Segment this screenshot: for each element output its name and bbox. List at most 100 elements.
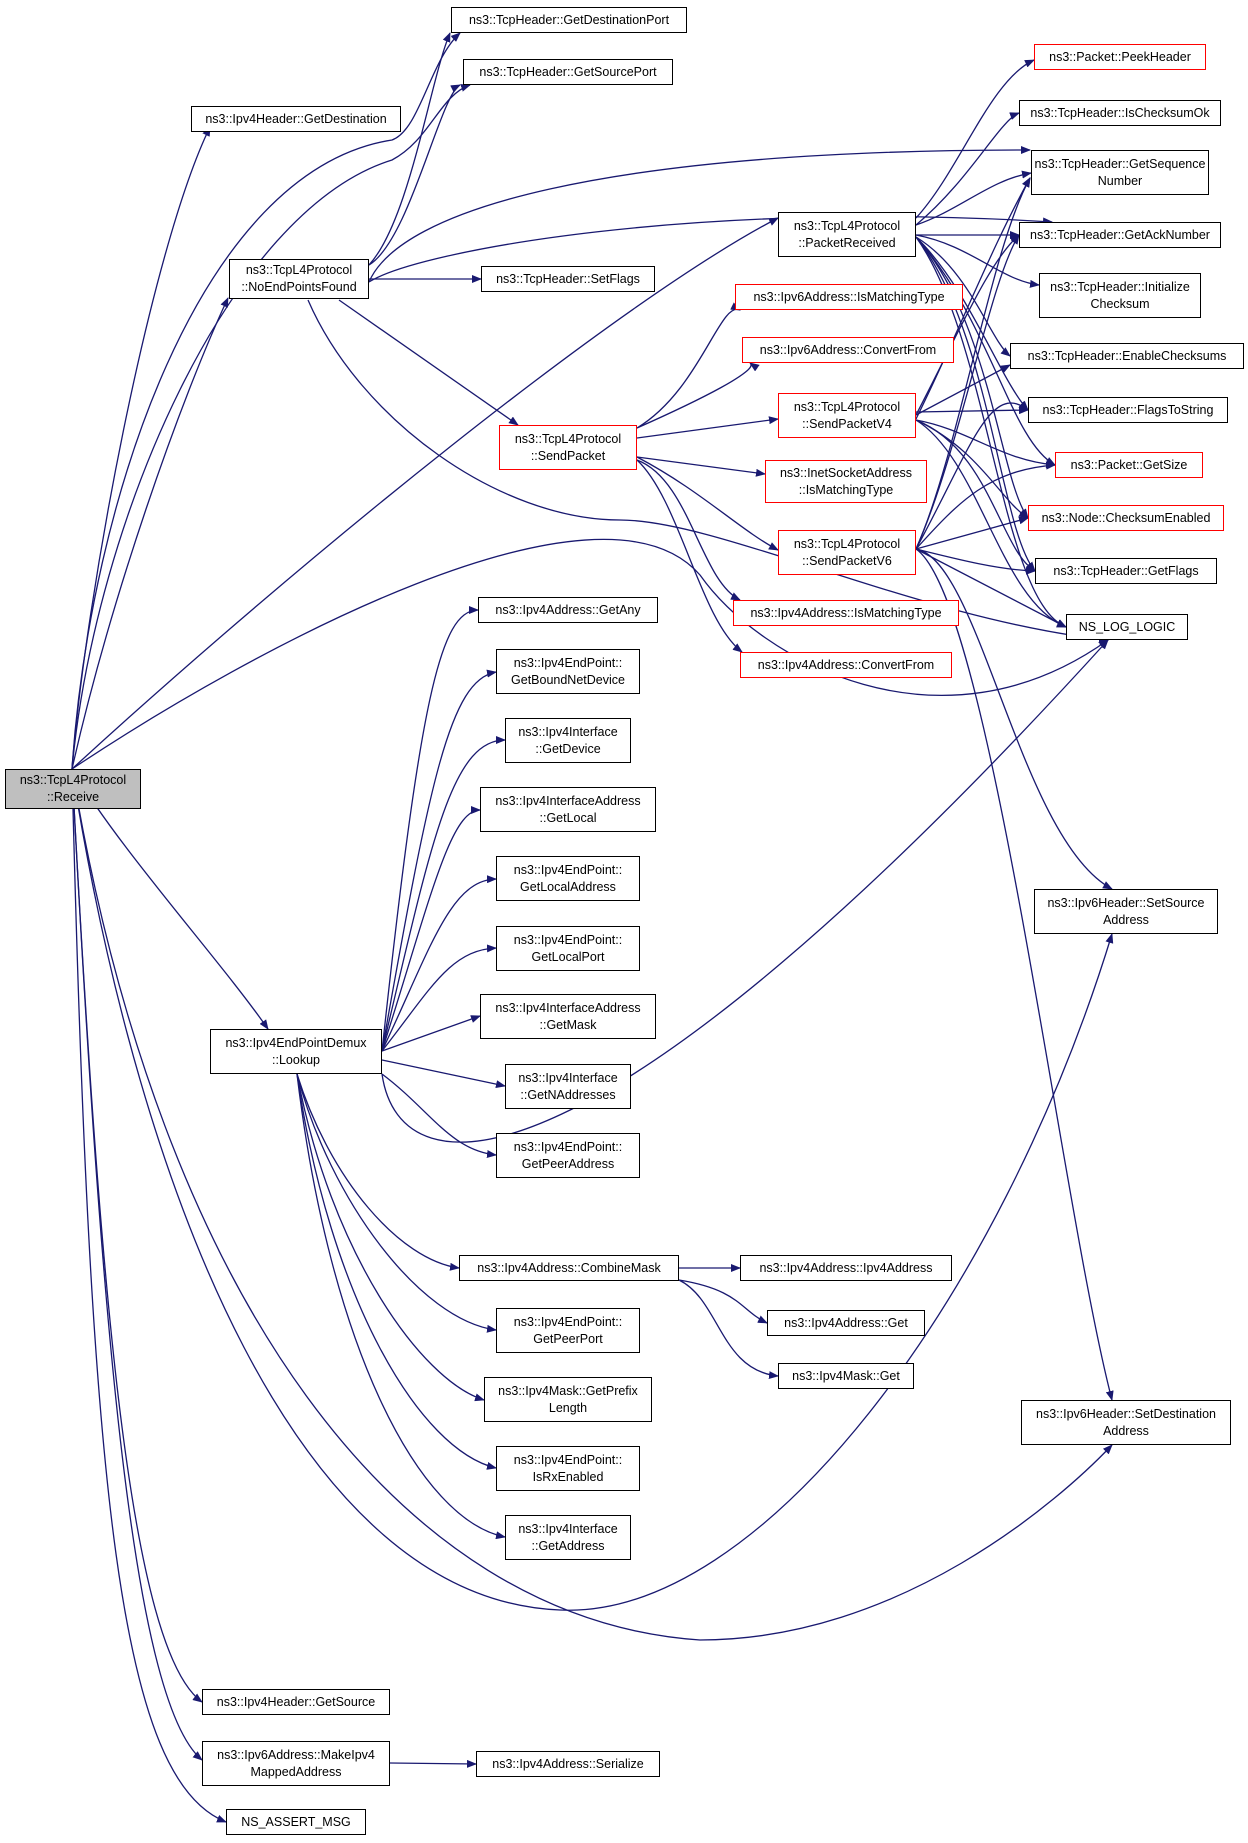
call-edge-55 <box>381 669 497 1052</box>
node-tcpl4protocol-sendpacket[interactable]: ns3::TcpL4Protocol ::SendPacket <box>499 425 637 470</box>
node-ipv6address-makeipv4mappedaddress[interactable]: ns3::Ipv6Address::MakeIpv4 MappedAddress <box>202 1741 390 1786</box>
node-ipv4interface-getnaddresses[interactable]: ns3::Ipv4Interface ::GetNAddresses <box>505 1064 631 1109</box>
node-packet-getsize[interactable]: ns3::Packet::GetSize <box>1055 452 1203 478</box>
node-ipv4endpointdemux-lookup[interactable]: ns3::Ipv4EndPointDemux ::Lookup <box>210 1029 382 1074</box>
call-edge-15 <box>338 299 519 426</box>
call-edge-16 <box>307 299 1109 644</box>
call-edge-51 <box>915 548 1067 628</box>
node-ipv4interface-getaddress[interactable]: ns3::Ipv4Interface ::GetAddress <box>505 1515 631 1560</box>
node-ipv4interface-getdevice[interactable]: ns3::Ipv4Interface ::GetDevice <box>505 718 631 763</box>
call-edge-3 <box>71 297 229 770</box>
call-edge-7 <box>71 768 1114 1611</box>
node-tcpl4protocol-noendpointsfound[interactable]: ns3::TcpL4Protocol ::NoEndPointsFound <box>229 259 369 299</box>
node-tcpheader-flagstostring[interactable]: ns3::TcpHeader::FlagsToString <box>1028 397 1228 423</box>
call-edge-48 <box>915 461 1056 550</box>
call-edge-56 <box>381 736 506 1052</box>
node-ipv4header-getdestination[interactable]: ns3::Ipv4Header::GetDestination <box>191 106 401 132</box>
node-inetsocketaddress-ismatchingtype[interactable]: ns3::InetSocketAddress ::IsMatchingType <box>765 460 927 503</box>
call-edge-66 <box>296 1073 485 1402</box>
node-ipv4endpoint-isrxenabled[interactable]: ns3::Ipv4EndPoint:: IsRxEnabled <box>496 1446 640 1491</box>
call-edge-1 <box>71 32 461 770</box>
call-edge-63 <box>381 639 1109 1143</box>
node-ipv4header-getsource[interactable]: ns3::Ipv4Header::GetSource <box>202 1689 390 1715</box>
node-tcpheader-getsourceport[interactable]: ns3::TcpHeader::GetSourcePort <box>463 59 673 85</box>
call-edge-21 <box>636 416 779 439</box>
node-ipv6address-convertfrom[interactable]: ns3::Ipv6Address::ConvertFrom <box>742 337 954 363</box>
node-ipv4endpoint-getboundnetdevice[interactable]: ns3::Ipv4EndPoint:: GetBoundNetDevice <box>496 649 640 694</box>
call-edge-12 <box>368 146 1031 283</box>
node-tcpl4protocol-packetreceived[interactable]: ns3::TcpL4Protocol ::PacketReceived <box>778 212 916 257</box>
node-ipv4address-serialize[interactable]: ns3::Ipv4Address::Serialize <box>476 1751 660 1777</box>
node-tcpheader-getacknumber[interactable]: ns3::TcpHeader::GetAckNumber <box>1019 222 1221 248</box>
call-edge-17 <box>368 32 451 266</box>
call-edge-38 <box>915 234 1020 416</box>
call-edge-4 <box>71 217 779 770</box>
node-ipv4endpoint-getlocalport[interactable]: ns3::Ipv4EndPoint:: GetLocalPort <box>496 926 640 971</box>
node-ipv4endpoint-getlocaladdress[interactable]: ns3::Ipv4EndPoint:: GetLocalAddress <box>496 856 640 901</box>
node-ipv4endpoint-getpeeraddress[interactable]: ns3::Ipv4EndPoint:: GetPeerAddress <box>496 1133 640 1178</box>
call-edge-10 <box>71 768 203 1761</box>
node-packet-peekheader[interactable]: ns3::Packet::PeekHeader <box>1034 44 1206 70</box>
call-edge-35 <box>915 236 1036 572</box>
call-edge-28 <box>915 170 1032 226</box>
call-edge-37 <box>915 177 1031 420</box>
node-ns-assert-msg[interactable]: NS_ASSERT_MSG <box>226 1809 366 1835</box>
call-edge-47 <box>915 401 1029 550</box>
call-edge-20 <box>636 362 760 429</box>
node-ipv4endpoint-getpeerport[interactable]: ns3::Ipv4EndPoint:: GetPeerPort <box>496 1308 640 1353</box>
node-ipv4interfaceaddress-getlocal[interactable]: ns3::Ipv4InterfaceAddress ::GetLocal <box>480 787 656 832</box>
node-ipv4address-ismatchingtype[interactable]: ns3::Ipv4Address::IsMatchingType <box>733 600 959 626</box>
call-edge-64 <box>296 1073 460 1271</box>
node-tcpheader-getdestinationport[interactable]: ns3::TcpHeader::GetDestinationPort <box>451 7 687 33</box>
node-ipv6header-setdestinationaddress[interactable]: ns3::Ipv6Header::SetDestination Address <box>1021 1400 1231 1445</box>
node-tcpheader-ischecksumok[interactable]: ns3::TcpHeader::IsChecksumOk <box>1019 100 1221 126</box>
call-edge-13 <box>368 215 1053 283</box>
call-edge-11 <box>71 768 227 1823</box>
call-edge-70 <box>678 1279 768 1324</box>
call-edge-40 <box>915 406 1029 415</box>
node-ipv4address-combinemask[interactable]: ns3::Ipv4Address::CombineMask <box>459 1255 679 1281</box>
call-edge-54 <box>381 606 479 1052</box>
call-edge-62 <box>381 1073 497 1158</box>
node-tcpl4protocol-sendpacketv4[interactable]: ns3::TcpL4Protocol ::SendPacketV4 <box>778 393 916 438</box>
call-edge-32 <box>915 236 1029 411</box>
call-edge-59 <box>381 944 497 1052</box>
node-tcpheader-initializechecksum[interactable]: ns3::TcpHeader::Initialize Checksum <box>1039 273 1201 318</box>
node-ipv4interfaceaddress-getmask[interactable]: ns3::Ipv4InterfaceAddress ::GetMask <box>480 994 656 1039</box>
node-ipv4address-convertfrom[interactable]: ns3::Ipv4Address::ConvertFrom <box>740 652 952 678</box>
node-tcpl4protocol-sendpacketv6[interactable]: ns3::TcpL4Protocol ::SendPacketV6 <box>778 530 916 575</box>
call-edge-72 <box>389 1759 477 1768</box>
node-ipv6header-setsourceaddress[interactable]: ns3::Ipv6Header::SetSource Address <box>1034 889 1218 934</box>
node-tcpheader-setflags[interactable]: ns3::TcpHeader::SetFlags <box>481 266 655 292</box>
call-edge-68 <box>296 1073 506 1540</box>
call-edge-61 <box>381 1059 506 1089</box>
call-edge-8 <box>71 768 1113 1641</box>
call-edge-30 <box>915 234 1040 288</box>
node-ipv4address-get[interactable]: ns3::Ipv4Address::Get <box>767 1310 925 1336</box>
call-edge-2 <box>71 84 471 770</box>
node-tcpheader-getsequencenumber[interactable]: ns3::TcpHeader::GetSequence Number <box>1031 150 1209 195</box>
call-edge-67 <box>296 1073 497 1470</box>
call-edge-22 <box>636 456 766 477</box>
call-edge-26 <box>915 59 1035 219</box>
call-edge-41 <box>915 419 1056 469</box>
call-edge-39 <box>915 364 1011 416</box>
node-ipv4address-getany[interactable]: ns3::Ipv4Address::GetAny <box>478 597 658 623</box>
node-ipv4mask-getprefixlength[interactable]: ns3::Ipv4Mask::GetPrefix Length <box>484 1377 652 1422</box>
call-edge-71 <box>678 1279 779 1380</box>
call-edge-27 <box>915 112 1020 226</box>
node-ns-log-logic[interactable]: NS_LOG_LOGIC <box>1066 614 1188 640</box>
node-node-checksumenabled[interactable]: ns3::Node::ChecksumEnabled <box>1028 505 1224 531</box>
node-ipv6address-ismatchingtype[interactable]: ns3::Ipv6Address::IsMatchingType <box>735 284 963 310</box>
node-ipv4mask-get[interactable]: ns3::Ipv4Mask::Get <box>778 1363 914 1389</box>
call-edge-34 <box>915 236 1029 519</box>
call-edge-5 <box>71 538 1109 770</box>
node-tcpl4protocol-receive[interactable]: ns3::TcpL4Protocol ::Receive <box>5 769 141 809</box>
node-tcpheader-getflags[interactable]: ns3::TcpHeader::GetFlags <box>1035 558 1217 584</box>
call-edge-18 <box>368 84 461 266</box>
node-ipv4address-ipv4address[interactable]: ns3::Ipv4Address::Ipv4Address <box>740 1255 952 1281</box>
call-edge-65 <box>296 1073 497 1333</box>
node-tcpheader-enablechecksums[interactable]: ns3::TcpHeader::EnableChecksums <box>1010 343 1244 369</box>
call-edge-24 <box>636 459 741 601</box>
call-edge-25 <box>636 459 743 653</box>
